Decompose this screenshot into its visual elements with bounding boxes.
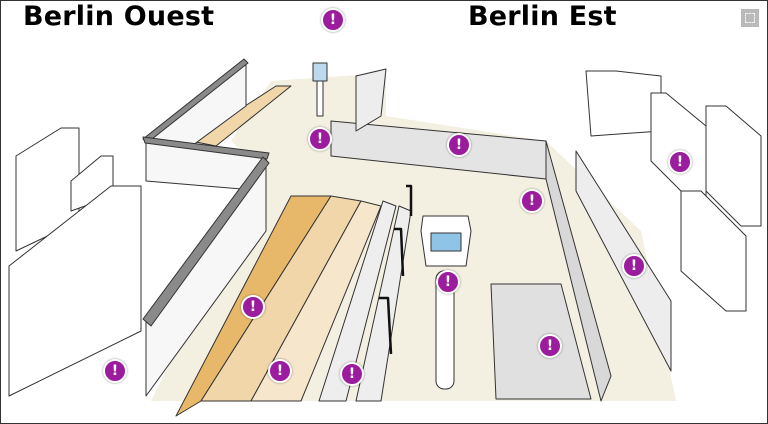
fence-top [355,68,387,132]
building-w3 [8,185,142,397]
hotspot-exclamation-icon[interactable]: ! [340,362,364,386]
hotspot-exclamation-icon[interactable]: ! [103,359,127,383]
hotspot-exclamation-icon[interactable]: ! [538,334,562,358]
hotspot-exclamation-icon[interactable]: ! [668,150,692,174]
road-strip-1 [318,200,397,402]
hotspot-exclamation-icon[interactable]: ! [436,270,460,294]
hotspot-exclamation-icon[interactable]: ! [520,189,544,213]
road-strip-2 [355,205,412,402]
label-berlin-west: Berlin Ouest [23,1,215,32]
hotspot-exclamation-icon[interactable]: ! [241,295,265,319]
west-wall-front-top [142,156,270,327]
hotspot-exclamation-icon[interactable]: ! [308,127,332,151]
building-e4 [680,190,747,312]
west-wall-mid-top [142,136,270,160]
watchtower-window [430,232,462,252]
label-berlin-east: Berlin Est [468,1,617,32]
hotspot-exclamation-icon[interactable]: ! [321,8,345,32]
building-e1 [585,70,662,137]
fullscreen-icon[interactable] [741,9,759,27]
far-tower-cabin [312,62,328,82]
sand-strip-pale [250,200,382,402]
hotspot-exclamation-icon[interactable]: ! [447,133,471,157]
fence-right [545,140,612,402]
sand-top-strip [190,85,292,147]
hotspot-exclamation-icon[interactable]: ! [268,359,292,383]
hotspot-exclamation-icon[interactable]: ! [622,254,646,278]
building-e2 [650,92,707,202]
building-e3 [705,105,762,227]
far-tower-shaft [316,80,324,117]
